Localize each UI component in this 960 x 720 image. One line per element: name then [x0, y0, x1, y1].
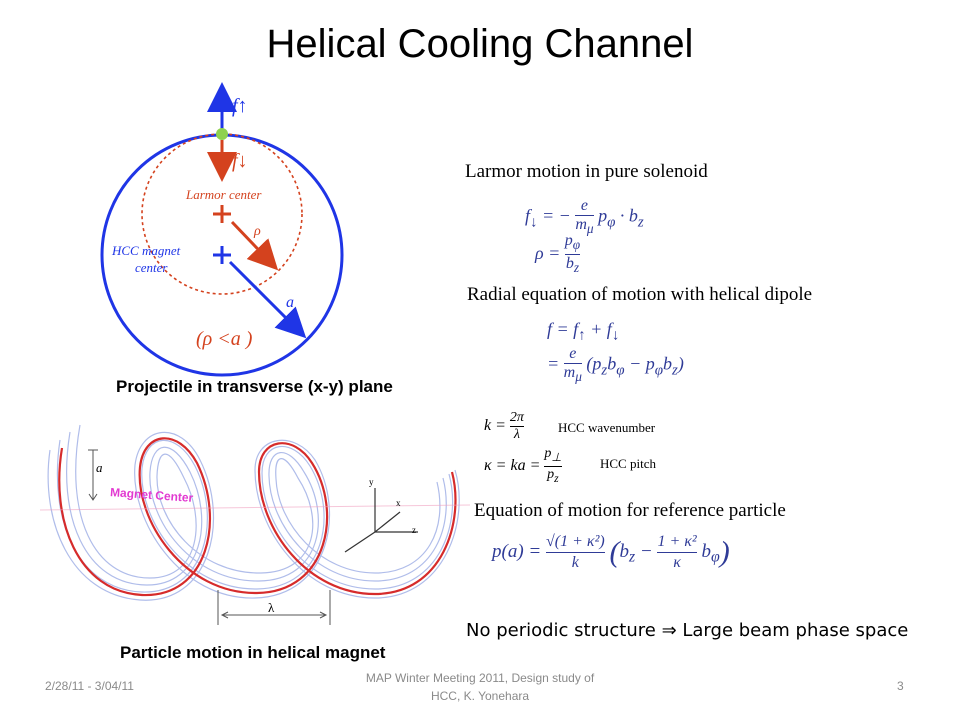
hcc-center-label-1: HCC magnet: [112, 243, 181, 258]
bottom-figure-caption: Particle motion in helical magnet: [120, 643, 386, 662]
radial-heading: Radial equation of motion with helical d…: [467, 284, 813, 305]
wavenumber-label: HCC wavenumber: [558, 420, 656, 435]
xyz-axes: [344, 488, 418, 553]
larmor-center-label: Larmor center: [186, 187, 262, 202]
larmor-center-plus: [213, 205, 231, 223]
hcc-center-plus: [213, 246, 231, 264]
pitch-label: HCC pitch: [600, 456, 656, 471]
rho-label: ρ: [254, 224, 261, 239]
footer-center-line-2: HCC, K. Yonehara: [430, 689, 530, 703]
axis-y-label: y: [369, 477, 374, 487]
force-sum-equation: f = f↑ + f↓: [547, 319, 620, 344]
particle-dot: [216, 128, 228, 140]
rho-arrow: [230, 220, 279, 271]
f-down-label: f↓: [232, 150, 248, 172]
top-figure-caption: Projectile in transverse (x-y) plane: [116, 377, 393, 396]
lambda-label: λ: [268, 600, 275, 615]
a-dimension: [88, 449, 98, 501]
lambda-dimension: [217, 590, 331, 625]
footer-center: MAP Winter Meeting 2011, Design study of…: [320, 669, 640, 705]
kappa-equation: κ = ka = p⊥pz: [484, 446, 562, 485]
footer-center-line-1: MAP Winter Meeting 2011, Design study of: [365, 671, 595, 685]
helix-a-label: a: [96, 460, 103, 475]
phase-space-note: No periodic structure ⇒ Large beam phase…: [466, 620, 909, 641]
larmor-heading: Larmor motion in pure solenoid: [465, 161, 708, 182]
a-arrow: [228, 260, 307, 339]
rho-less-than-a: (ρ <a ): [196, 328, 253, 350]
axis-z-label: z: [412, 525, 416, 535]
slide-title: Helical Cooling Channel: [266, 22, 694, 66]
larmor-circle: [141, 133, 303, 295]
reference-orbit: [58, 437, 457, 597]
page-number: 3: [897, 679, 904, 693]
hcc-center-label-2: center: [135, 260, 168, 275]
f-up-label: f↑: [232, 95, 248, 117]
reference-heading: Equation of motion for reference particl…: [474, 500, 786, 521]
a-label: a: [286, 294, 294, 311]
footer-date: 2/28/11 - 3/04/11: [45, 679, 134, 693]
helix-figure: [39, 424, 471, 601]
axis-x-label: x: [396, 498, 401, 508]
